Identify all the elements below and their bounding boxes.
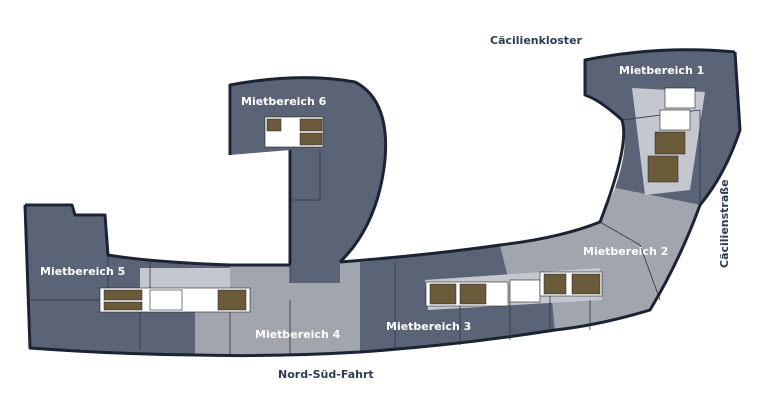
zone-5-area[interactable] xyxy=(25,205,230,355)
street-south-label: Nord-Süd-Fahrt xyxy=(278,368,374,381)
outer-wall-tower xyxy=(228,76,388,265)
street-east-label: Cäcilienstraße xyxy=(718,179,731,268)
core-zone-2 xyxy=(539,271,603,297)
zone-5-label: Mietbereich 5 xyxy=(40,265,125,278)
zone-6-label: Mietbereich 6 xyxy=(241,95,327,108)
core-zone-1 xyxy=(647,87,696,183)
zone-1-label: Mietbereich 1 xyxy=(619,64,704,77)
zone-2-label: Mietbereich 2 xyxy=(583,245,668,258)
outer-wall-main xyxy=(23,48,742,358)
zone-2-area[interactable] xyxy=(500,188,700,330)
zone-3-label: Mietbereich 3 xyxy=(386,320,471,333)
street-north-label: Cäcilienkloster xyxy=(490,34,583,47)
zone-4-label: Mietbereich 4 xyxy=(255,328,341,341)
zone-6-area[interactable] xyxy=(230,77,386,283)
core-zone-6 xyxy=(264,116,324,148)
core-zone-5 xyxy=(99,287,251,313)
core-zone-3 xyxy=(425,279,541,307)
zone-4-area[interactable] xyxy=(195,262,360,356)
